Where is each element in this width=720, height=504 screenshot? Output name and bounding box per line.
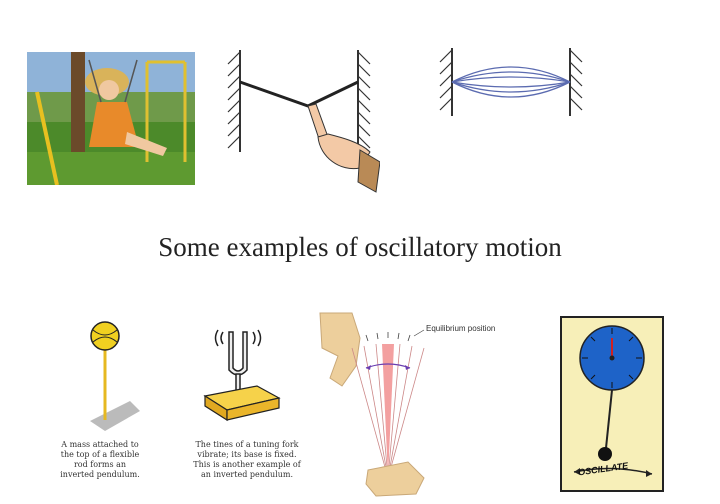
standing-wave-diagram	[432, 42, 592, 122]
ball-icon	[90, 321, 120, 351]
clock-face-icon	[579, 325, 645, 391]
vibration-marks-icon	[214, 329, 262, 347]
tuning-fork-diagram	[195, 318, 305, 428]
tuning-fork-icon	[228, 331, 248, 397]
equilibrium-tick-marks	[365, 332, 411, 342]
swing-arrow-icon	[573, 467, 653, 475]
finger-hand-icon	[307, 103, 381, 193]
left-wall-icon	[227, 50, 241, 152]
ball-on-rod-caption: A mass attached to the top of a flexible…	[60, 440, 140, 479]
pendulum-bob-icon	[598, 447, 612, 461]
ball-on-rod-diagram	[60, 316, 160, 436]
swing-photo	[27, 52, 195, 186]
slide-title: Some examples of oscillatory motion	[158, 232, 562, 262]
fork-base-icon	[203, 385, 281, 422]
upper-hand-icon	[319, 312, 361, 387]
vibrating-ruler-diagram	[312, 308, 492, 498]
tuning-fork-caption: The tines of a tuning fork vibrate; its …	[193, 440, 301, 479]
right-wall-icon	[357, 50, 371, 152]
equilibrium-position-label: Equilibrium position	[426, 324, 496, 333]
plucked-string-diagram	[220, 42, 381, 202]
lower-hand-icon	[365, 461, 425, 497]
clock-pendulum-frame	[560, 316, 664, 492]
